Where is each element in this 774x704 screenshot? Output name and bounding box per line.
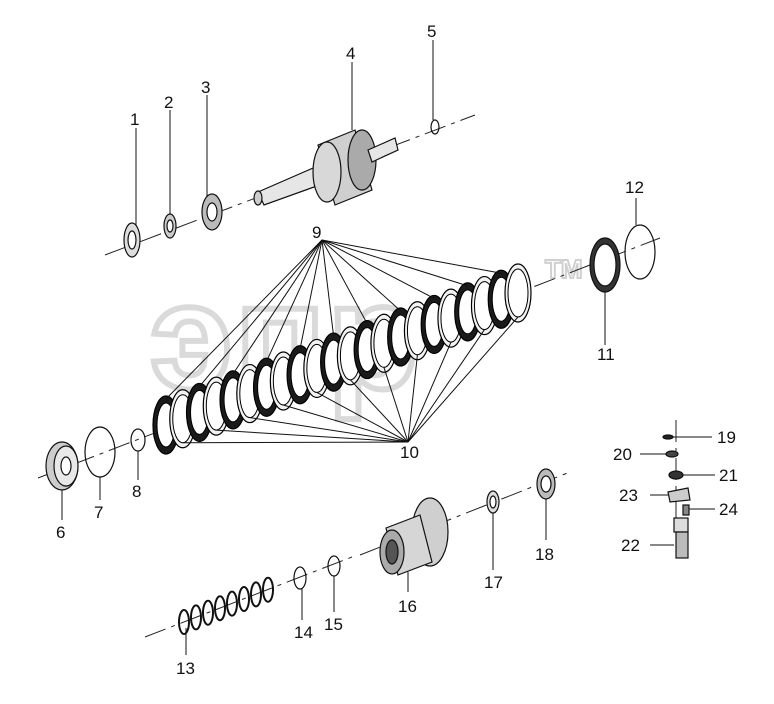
leader-10	[350, 379, 409, 443]
leader-10	[407, 329, 485, 443]
fan-leader-lines	[165, 239, 519, 444]
leader-9	[321, 239, 502, 274]
leader-9	[321, 239, 335, 337]
part-6-piston	[45, 441, 79, 491]
callout-22: 22	[621, 536, 640, 555]
part-7-o-ring	[84, 426, 116, 478]
leader-9	[321, 239, 402, 312]
callout-3: 3	[201, 78, 210, 97]
callout-24: 24	[719, 500, 738, 519]
leader-9	[321, 239, 435, 299]
callout-10: 10	[400, 443, 419, 462]
leader-9	[321, 239, 368, 324]
part-23-plate	[667, 487, 691, 503]
callout-numbers: 1 2 3 4 5 6 7 8 9 10 11 12 13 14 15 16 1…	[56, 22, 738, 678]
part-18-bearing	[536, 468, 556, 500]
leader-9	[232, 239, 323, 375]
steel-plate	[504, 263, 532, 323]
callout-8: 8	[132, 482, 141, 501]
leader-9	[299, 239, 323, 349]
callout-2: 2	[164, 93, 173, 112]
part-22-plug-body	[675, 531, 689, 559]
part-21-ring	[668, 470, 684, 480]
callout-19: 19	[717, 428, 736, 447]
callout-17: 17	[484, 573, 503, 592]
seal-ring	[190, 604, 202, 631]
part-8-o-ring	[130, 428, 146, 452]
callout-18: 18	[535, 545, 554, 564]
callout-4: 4	[346, 44, 355, 63]
leader-10	[249, 417, 409, 443]
leader-9	[165, 239, 323, 400]
seal-ring	[202, 599, 214, 626]
callout-15: 15	[324, 615, 343, 634]
callout-14: 14	[294, 623, 313, 642]
part-3-bearing	[201, 193, 223, 231]
part-19-washer	[662, 434, 674, 440]
callout-20: 20	[613, 445, 632, 464]
leader-10	[316, 391, 409, 443]
leader-10	[216, 429, 409, 443]
part-1-seal	[123, 222, 141, 258]
watermark-tm: TM	[545, 254, 583, 284]
callout-11: 11	[597, 345, 615, 364]
part-11-pressure-plate	[589, 237, 621, 293]
callout-9: 9	[312, 223, 321, 242]
part-24-pin	[682, 504, 690, 516]
leader-10	[407, 316, 519, 443]
callout-6: 6	[56, 523, 65, 542]
leader-10	[407, 354, 418, 443]
leader-lines	[61, 40, 715, 655]
leader-9	[321, 239, 468, 287]
clutch-pack	[152, 263, 532, 455]
seal-ring	[226, 590, 238, 617]
part-5-snap-ring	[430, 119, 440, 135]
seal-ring-stack	[178, 576, 274, 635]
callout-5: 5	[427, 22, 436, 41]
callout-21: 21	[719, 466, 738, 485]
leader-10	[182, 441, 409, 444]
leader-9	[199, 239, 323, 387]
seal-ring	[250, 581, 262, 608]
part-12-snap-ring	[624, 224, 656, 280]
part-17-ring	[486, 490, 500, 514]
seal-ring	[238, 586, 250, 612]
part-16-hub	[379, 497, 449, 576]
callout-16: 16	[398, 597, 417, 616]
callout-1: 1	[130, 110, 139, 129]
leader-10	[407, 341, 452, 443]
callout-13: 13	[176, 659, 195, 678]
leader-10	[283, 404, 409, 443]
callout-23: 23	[619, 486, 638, 505]
part-2-ring	[163, 213, 177, 239]
part-20-ring	[665, 450, 679, 458]
part-4-clutch-drum-shaft	[253, 129, 399, 206]
seal-ring	[262, 576, 274, 603]
seal-ring	[178, 609, 190, 635]
part-22-plug-head	[673, 517, 689, 533]
callout-12: 12	[625, 178, 644, 197]
valve-assembly	[662, 434, 691, 559]
leader-9	[266, 239, 323, 362]
leader-10	[383, 367, 409, 443]
callout-7: 7	[94, 503, 103, 522]
part-14-ring	[293, 566, 307, 590]
seal-ring	[214, 595, 226, 622]
